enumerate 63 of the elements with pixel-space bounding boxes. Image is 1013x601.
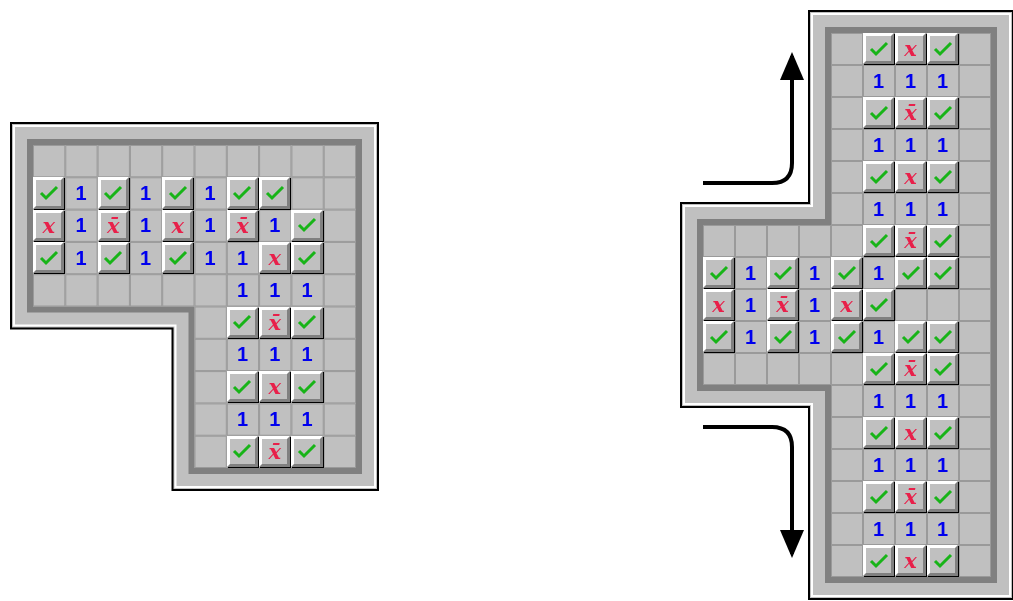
number-label: 1 [300,342,314,368]
number-label: 1 [935,388,950,414]
number-label: 1 [871,388,886,414]
number-label: 1 [743,260,758,286]
variable-tile: x̄ [259,306,291,338]
variable-tile: x [259,371,291,403]
variable-tile: x̄ [895,481,926,512]
variable-tile: x [259,241,291,274]
number-label: 1 [871,324,886,350]
number-label: 1 [903,132,918,158]
number-label: 1 [268,277,282,303]
number-label: 1 [903,516,918,542]
variable-tile: x̄ [895,225,926,256]
number-label: 1 [235,407,249,433]
number-label: 1 [903,452,918,478]
number-label: 1 [935,196,950,222]
number-label: 1 [743,292,758,318]
number-label: 1 [871,452,886,478]
number-label: 1 [300,407,314,433]
number-label: 1 [807,292,822,318]
variable-tile: x [895,33,926,64]
number-label: 1 [74,245,88,271]
number-label: 1 [74,213,88,239]
number-label: 1 [935,516,950,542]
number-label: 1 [235,277,249,303]
number-label: 1 [935,68,950,94]
variable-tile: x̄ [895,353,926,384]
number-label: 1 [903,196,918,222]
number-label: 1 [935,452,950,478]
number-label: 1 [203,213,217,239]
number-label: 1 [138,213,153,239]
number-label: 1 [268,213,282,239]
number-label: 1 [871,196,886,222]
number-label: 1 [871,260,886,286]
variable-tile: x [895,545,926,576]
number-label: 1 [235,245,249,271]
number-label: 1 [807,260,822,286]
number-label: 1 [268,342,282,368]
variable-tile: x̄ [895,97,926,128]
variable-tile: x [895,417,926,448]
number-label: 1 [903,388,918,414]
number-label: 1 [903,68,918,94]
number-label: 1 [235,342,249,368]
number-label: 1 [300,277,314,303]
variable-tile: x̄ [767,289,798,320]
variable-tile: x̄ [259,435,291,467]
number-label: 1 [74,180,88,206]
number-label: 1 [203,180,217,206]
variable-tile: x [895,161,926,192]
number-label: 1 [743,324,758,350]
number-label: 1 [871,516,886,542]
number-label: 1 [871,68,886,94]
variable-tile: x [703,289,734,320]
number-label: 1 [138,245,153,271]
variable-tile: x [33,209,65,241]
variable-tile: x [162,209,194,241]
number-label: 1 [935,132,950,158]
number-label: 1 [138,180,153,206]
variable-tile: x [831,289,862,320]
number-label: 1 [807,324,822,350]
number-label: 1 [268,407,282,433]
number-label: 1 [203,245,217,271]
number-label: 1 [871,132,886,158]
